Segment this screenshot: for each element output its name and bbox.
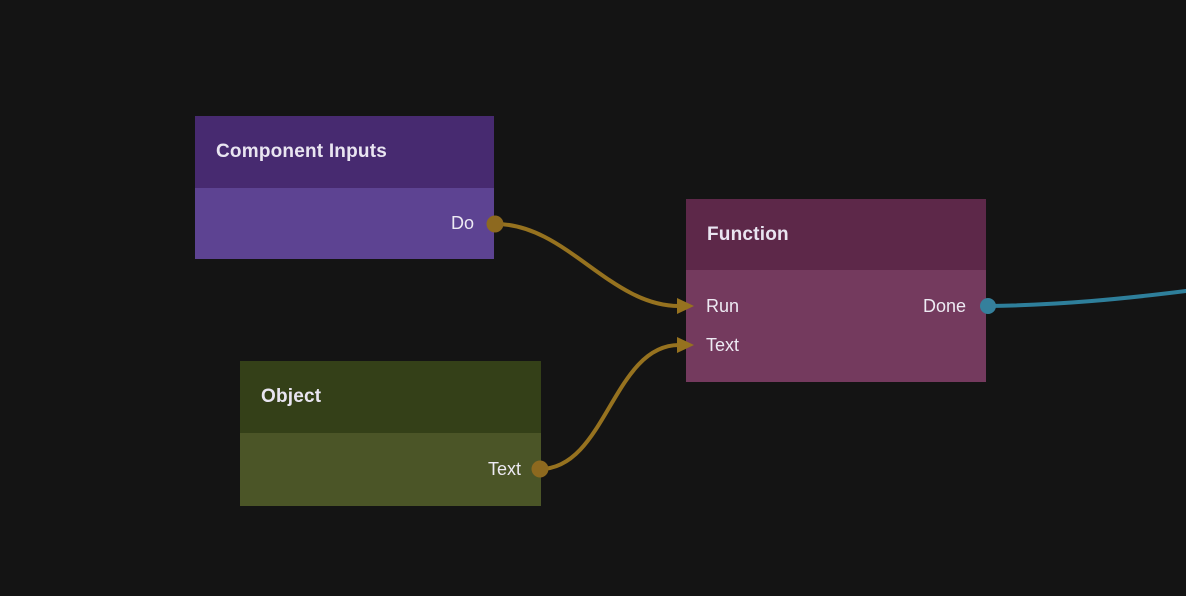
node-title-component-inputs: Component Inputs <box>216 141 388 162</box>
node-object[interactable]: Object Text <box>240 361 541 506</box>
port-row-text-in: Text <box>686 326 986 365</box>
node-body-function: Run Done Text <box>686 270 986 382</box>
output-port-label-text: Text <box>487 459 521 479</box>
input-port-arrow-run[interactable] <box>677 298 694 314</box>
port-row-do: Do <box>195 188 494 259</box>
node-header-object[interactable]: Object <box>240 361 541 433</box>
port-row-run-done: Run Done <box>686 287 986 326</box>
node-function[interactable]: Function Run Done Text <box>686 199 986 382</box>
node-body-component-inputs: Do <box>195 188 494 259</box>
input-port-label-text: Text <box>706 335 740 355</box>
node-body-object: Text <box>240 433 541 506</box>
wire-done-offscreen[interactable] <box>987 289 1186 308</box>
node-title-object: Object <box>261 386 322 407</box>
output-port-dot-text[interactable] <box>531 460 549 478</box>
wire-text-to-text[interactable] <box>538 343 681 471</box>
wire-do-to-run[interactable] <box>494 222 681 308</box>
output-port-dot-done[interactable] <box>980 298 996 314</box>
node-title-function: Function <box>707 223 789 245</box>
output-port-label-done: Done <box>922 296 966 316</box>
output-port-dot-do[interactable] <box>486 215 504 233</box>
port-row-text-out: Text <box>240 433 541 506</box>
node-header-function[interactable]: Function <box>686 199 986 270</box>
input-port-arrow-text[interactable] <box>677 337 694 353</box>
output-port-label-do: Do <box>450 213 474 233</box>
input-port-label-run: Run <box>706 296 740 316</box>
node-header-component-inputs[interactable]: Component Inputs <box>195 116 494 188</box>
node-component-inputs[interactable]: Component Inputs Do <box>195 116 494 259</box>
